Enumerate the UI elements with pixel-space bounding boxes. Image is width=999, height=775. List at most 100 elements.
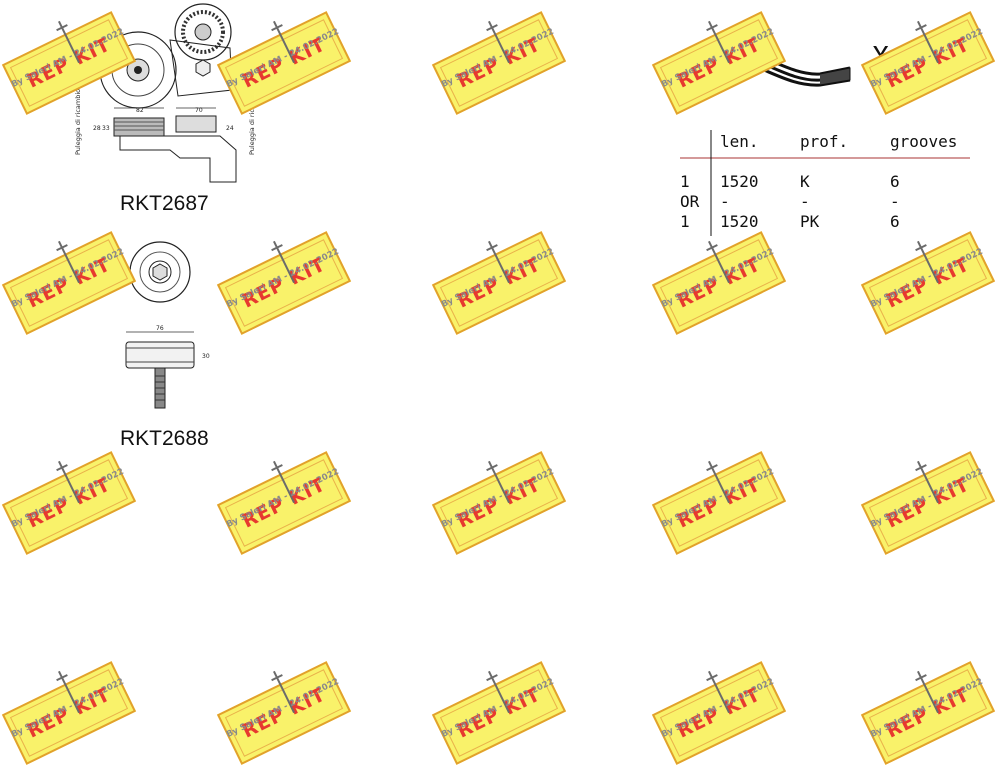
watermark-logo: REP KIT [860, 451, 996, 555]
header-prof: prof. [800, 132, 849, 151]
watermark-brand: REP KIT [453, 33, 545, 93]
watermark-caption: By Saleri AM - 24.02.2022 [440, 26, 556, 90]
dim-28: 28 [93, 125, 101, 132]
watermark-logo: REP KIT [216, 661, 352, 765]
dim-76: 76 [156, 325, 164, 332]
watermark-brand: REP KIT [23, 253, 115, 313]
tower-icon [56, 240, 82, 284]
watermark-logo: REP KIT [651, 661, 787, 765]
watermark-brand: REP KIT [238, 473, 330, 533]
tower-icon [271, 240, 297, 284]
tower-icon [56, 460, 82, 504]
watermark-logo: REP KIT [651, 231, 787, 335]
row3-qty: 1 [680, 212, 690, 231]
watermark-brand: REP KIT [882, 683, 974, 743]
watermark-logo: REP KIT [216, 451, 352, 555]
row3-prof: PK [800, 212, 820, 231]
tower-icon [486, 240, 512, 284]
watermark-brand: REP KIT [673, 683, 765, 743]
tower-icon [486, 460, 512, 504]
watermark-caption: By Saleri AM - 24.02.2022 [660, 246, 776, 310]
row1-len: 1520 [720, 172, 759, 191]
watermark-brand: REP KIT [882, 253, 974, 313]
watermark-brand: REP KIT [673, 253, 765, 313]
watermark-brand: REP KIT [238, 253, 330, 313]
tower-icon [486, 670, 512, 714]
watermark-logo: REP KIT [431, 451, 567, 555]
table-grid [680, 130, 970, 236]
watermark-brand: REP KIT [453, 683, 545, 743]
dim-30: 30 [202, 353, 210, 360]
tower-icon [706, 240, 732, 284]
row2-grooves: - [890, 192, 900, 211]
row1-prof: K [800, 172, 810, 191]
watermark-caption: By Saleri AM - 24.02.2022 [869, 676, 985, 740]
belt-quantity: X 1 [872, 40, 923, 73]
watermark-brand: REP KIT [453, 253, 545, 313]
watermark-caption: By Saleri AM - 24.02.2022 [869, 466, 985, 530]
belt-icon [723, 44, 851, 87]
watermark-logo: REP KIT [431, 11, 567, 115]
tower-icon [271, 670, 297, 714]
watermark-caption: By Saleri AM - 24.02.2022 [440, 246, 556, 310]
tower-icon [706, 460, 732, 504]
row3-grooves: 6 [890, 212, 900, 231]
watermark-logo: REP KIT [431, 231, 567, 335]
watermark-caption: By Saleri AM - 24.02.2022 [660, 466, 776, 530]
dim-33: 33 [102, 125, 110, 132]
watermark-caption: By Saleri AM - 24.02.2022 [10, 676, 126, 740]
watermark-brand: REP KIT [882, 473, 974, 533]
dim-82: 82 [136, 107, 144, 114]
watermark-brand: REP KIT [238, 683, 330, 743]
tower-icon [486, 20, 512, 64]
watermark-brand: REP KIT [673, 473, 765, 533]
tower-icon [56, 670, 82, 714]
part-code-rkt2687: RKT2687 [120, 192, 209, 215]
watermark-brand: REP KIT [453, 473, 545, 533]
watermark-caption: By Saleri AM - 24.02.2022 [440, 466, 556, 530]
dim-70: 70 [195, 107, 203, 114]
watermark-logo: REP KIT [651, 451, 787, 555]
row2-len: - [720, 192, 730, 211]
caption-pulley-1: Puleggia di ricambio T1992 [74, 66, 82, 155]
watermark-caption: By Saleri AM - 24.02.2022 [660, 676, 776, 740]
watermark-logo: REP KIT [1, 661, 137, 765]
row3-len: 1520 [720, 212, 759, 231]
watermark-logo: REP KIT [431, 661, 567, 765]
watermark-caption: By Saleri AM - 24.02.2022 [225, 466, 341, 530]
tower-icon [706, 670, 732, 714]
watermark-logo: REP KIT [860, 231, 996, 335]
watermark-logo: REP KIT [216, 231, 352, 335]
watermark-caption: By Saleri AM - 24.02.2022 [10, 466, 126, 530]
watermark-caption: By Saleri AM - 24.02.2022 [440, 676, 556, 740]
watermark-caption: By Saleri AM - 24.02.2022 [225, 246, 341, 310]
header-len: len. [720, 132, 759, 151]
tower-icon [271, 460, 297, 504]
watermark-logo: REP KIT [860, 661, 996, 765]
tower-icon [915, 460, 941, 504]
caption-pulley-2: Puleggia di ricambio T2 [248, 79, 256, 155]
row2-qty: OR [680, 192, 700, 211]
watermark-caption: By Saleri AM - 24.02.2022 [869, 246, 985, 310]
watermark-logo: REP KIT [1, 451, 137, 555]
tower-icon [915, 240, 941, 284]
tower-icon [915, 670, 941, 714]
watermark-brand: REP KIT [23, 473, 115, 533]
tensioner-drawing: 82 70 28 33 24 Puleggia di ricambio T199… [74, 3, 256, 183]
part-code-rkt2688: RKT2688 [120, 427, 209, 450]
watermark-brand: REP KIT [23, 683, 115, 743]
header-grooves: grooves [890, 132, 958, 151]
idler-drawing: 76 30 [125, 241, 210, 409]
